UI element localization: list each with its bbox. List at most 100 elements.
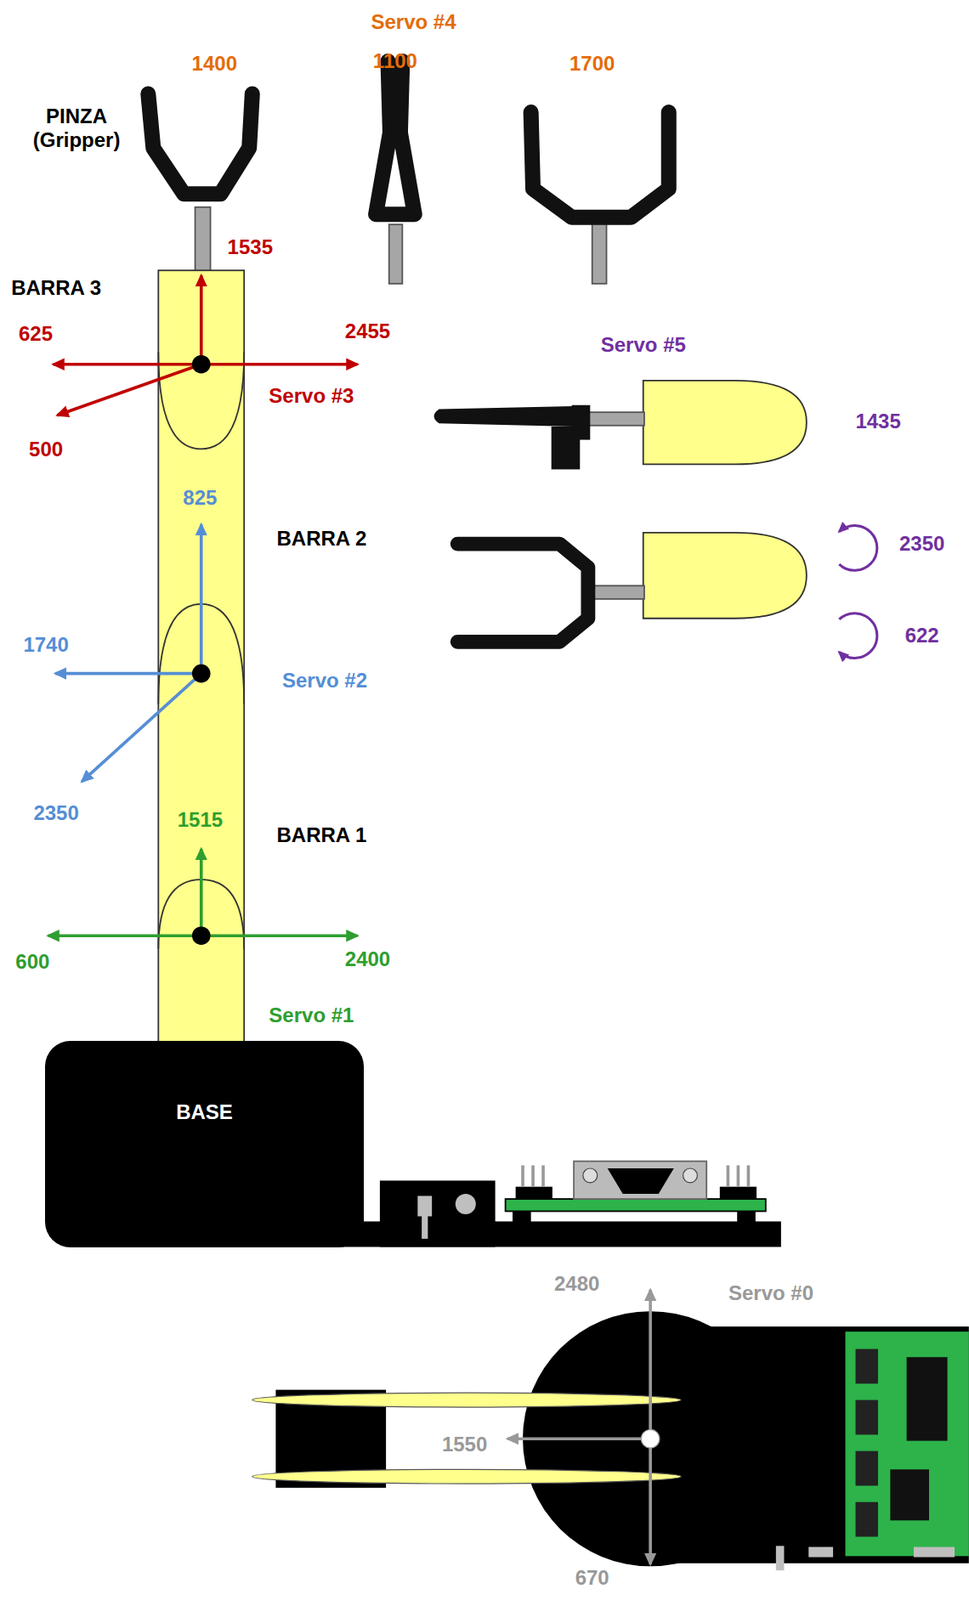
servo-value: 1100 bbox=[373, 49, 418, 74]
servo3-axes bbox=[56, 364, 201, 416]
gripper-stem bbox=[195, 207, 211, 273]
joint-dot bbox=[192, 355, 211, 374]
servo-value: 622 bbox=[905, 624, 940, 649]
servo0-axes bbox=[507, 1437, 651, 1441]
wrist-stem bbox=[592, 585, 645, 600]
servo-value: 2455 bbox=[345, 320, 391, 345]
joint-dot bbox=[192, 355, 211, 946]
control-board bbox=[505, 1199, 766, 1212]
base-label: BASE bbox=[45, 1100, 364, 1126]
servo-value: 1435 bbox=[855, 409, 901, 434]
control-board bbox=[583, 1168, 598, 1184]
part-name: BARRA 3 bbox=[11, 276, 102, 301]
control-board bbox=[747, 1165, 751, 1187]
servo-value: 2400 bbox=[345, 947, 391, 972]
servo1-axes bbox=[48, 849, 358, 936]
gripper-jaws bbox=[531, 112, 669, 218]
joint-dot bbox=[192, 926, 211, 946]
rotation-arrow bbox=[838, 525, 878, 571]
servo-value: 2350 bbox=[899, 532, 945, 557]
part-name: BARRA 2 bbox=[276, 527, 367, 552]
base-platform bbox=[455, 1194, 476, 1215]
joint-outline bbox=[158, 351, 244, 950]
base-box: BASE bbox=[45, 1041, 364, 1248]
top-view-body bbox=[913, 1547, 955, 1559]
joint-outline bbox=[158, 351, 244, 449]
servo-value: 1535 bbox=[227, 235, 273, 260]
control-board bbox=[726, 1165, 731, 1187]
wrist-housing bbox=[643, 380, 807, 619]
top-view-body bbox=[906, 1357, 948, 1441]
servo-label: Servo #2 bbox=[282, 668, 368, 693]
top-view-body bbox=[808, 1547, 833, 1559]
base-platform bbox=[336, 1180, 781, 1247]
side-gripper-open bbox=[457, 544, 589, 642]
servo0-axes bbox=[507, 1290, 651, 1565]
servo-value: 600 bbox=[15, 950, 50, 975]
control-board bbox=[512, 1211, 532, 1224]
base-platform bbox=[421, 1214, 428, 1240]
arm-bar bbox=[158, 270, 244, 1047]
servo-value: 2350 bbox=[33, 802, 79, 827]
control-board bbox=[541, 1165, 545, 1187]
servo-value: 625 bbox=[18, 322, 53, 346]
servo-value: 1400 bbox=[192, 51, 238, 76]
servo1-axes bbox=[48, 934, 202, 938]
wrist-stem bbox=[587, 412, 645, 426]
top-view-arm bbox=[252, 1390, 681, 1489]
gripper-stem bbox=[389, 224, 403, 284]
servo-label: Servo #0 bbox=[728, 1281, 814, 1306]
servo-label: Servo #3 bbox=[268, 384, 354, 408]
control-board bbox=[573, 1161, 707, 1200]
joint-dot bbox=[192, 664, 211, 684]
servo1-axes bbox=[201, 934, 358, 938]
servo2-axes bbox=[199, 524, 204, 674]
top-view-body bbox=[855, 1451, 879, 1487]
servo-value: 2480 bbox=[554, 1272, 600, 1297]
rotation-arrow bbox=[838, 525, 878, 658]
servo-value: 1740 bbox=[22, 633, 68, 658]
servo1-axes bbox=[199, 849, 204, 936]
side-gripper bbox=[434, 405, 591, 471]
servo-label: Servo #4 bbox=[370, 11, 456, 35]
control-board bbox=[515, 1187, 553, 1200]
control-board bbox=[607, 1168, 675, 1195]
gripper-stem bbox=[592, 220, 607, 284]
control-board bbox=[521, 1165, 525, 1187]
base-platform bbox=[417, 1195, 432, 1217]
servo-value: 825 bbox=[182, 486, 217, 510]
servo3-axes bbox=[201, 362, 358, 367]
servo2-axes bbox=[81, 674, 202, 782]
pivot-dot bbox=[640, 1429, 660, 1449]
wrist-stem bbox=[587, 412, 645, 600]
rotation-arrow bbox=[838, 613, 878, 659]
servo-value: 1515 bbox=[177, 808, 223, 833]
base-platform bbox=[379, 1180, 496, 1247]
servo-value: 1550 bbox=[442, 1433, 488, 1457]
gripper-jaws bbox=[147, 61, 669, 218]
side-gripper bbox=[434, 406, 575, 427]
servo2-axes bbox=[55, 672, 202, 676]
top-view-body bbox=[845, 1331, 969, 1557]
top-view-body bbox=[855, 1400, 879, 1436]
control-board bbox=[736, 1165, 741, 1187]
top-view-body bbox=[889, 1469, 930, 1521]
side-gripper bbox=[572, 405, 591, 441]
servo-value: 1700 bbox=[569, 51, 615, 76]
top-view-arm bbox=[252, 1393, 681, 1408]
control-board bbox=[736, 1211, 756, 1224]
top-view-body bbox=[855, 1502, 879, 1538]
wrist-housing bbox=[643, 532, 807, 619]
arm-bar bbox=[158, 270, 244, 1047]
top-view-body bbox=[522, 1311, 969, 1571]
control-board bbox=[531, 1165, 535, 1187]
top-view-arm bbox=[252, 1469, 681, 1485]
top-view-body bbox=[855, 1349, 879, 1385]
control-board bbox=[505, 1161, 766, 1224]
top-view-body bbox=[776, 1546, 785, 1571]
side-gripper-open bbox=[457, 544, 589, 642]
wrist-housing bbox=[643, 380, 807, 465]
servo0-axes bbox=[648, 1290, 652, 1565]
servo-value: 670 bbox=[575, 1566, 610, 1591]
